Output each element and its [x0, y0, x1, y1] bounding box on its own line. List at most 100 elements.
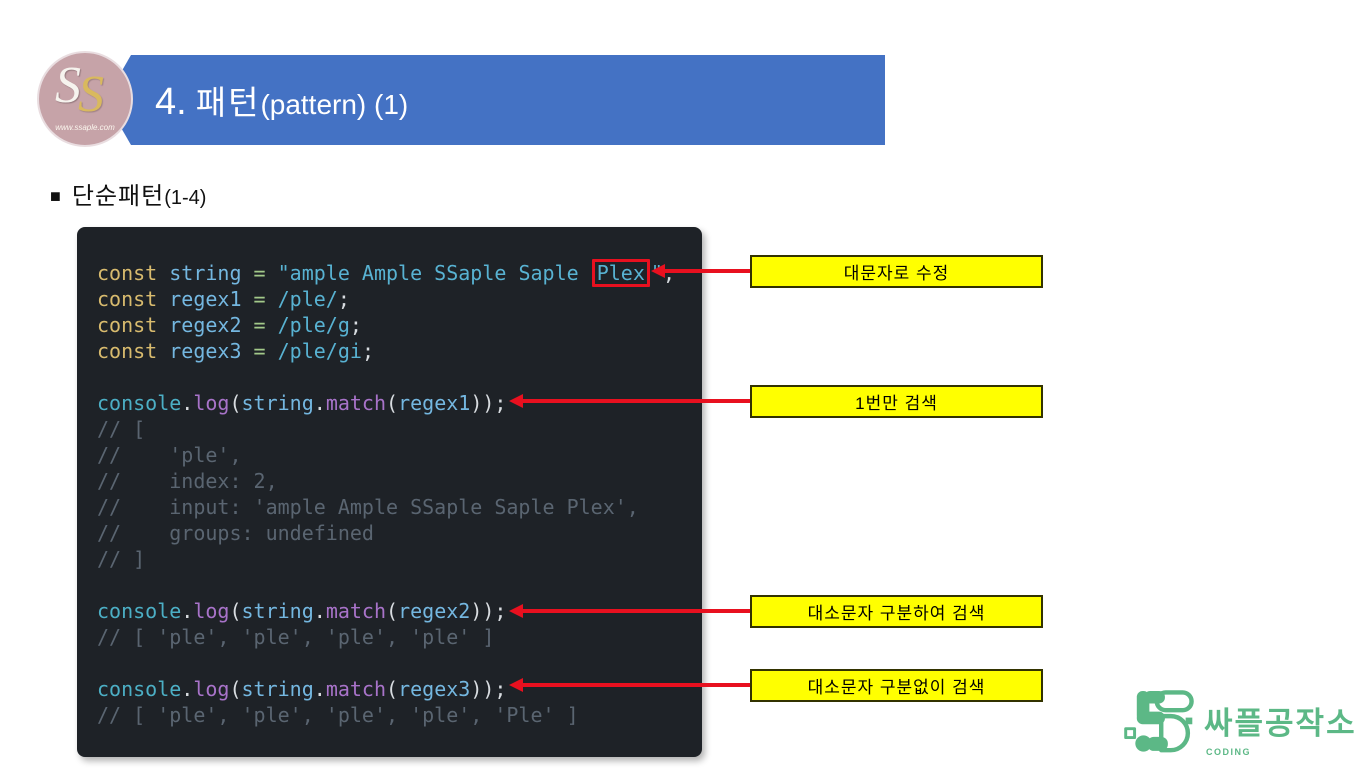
code-token: // groups: undefined — [97, 521, 374, 545]
code-token: match — [325, 677, 387, 701]
annotation-note-case-sensitive: 대소문자 구분하여 검색 — [750, 595, 1043, 628]
code-token: . — [313, 677, 326, 701]
highlight-box: Plex — [591, 259, 650, 287]
code-content: const string = "ample Ample SSaple Saple… — [97, 259, 675, 728]
annotation-note-once: 1번만 검색 — [750, 385, 1043, 418]
annotation-note-uppercase: 대문자로 수정 — [750, 255, 1043, 288]
code-token: = — [241, 287, 278, 311]
code-token: . — [313, 599, 326, 623]
square-bullet-icon: ■ — [50, 186, 62, 206]
code-token: match — [325, 599, 387, 623]
code-token: ( — [229, 599, 242, 623]
arrow-left-icon-4 — [509, 678, 523, 692]
code-token: // [ 'ple', 'ple', 'ple', 'ple', 'Ple' ] — [97, 703, 579, 727]
code-token: log — [193, 677, 230, 701]
code-token: const — [97, 313, 158, 337]
code-token: = — [241, 339, 278, 363]
code-token: // ] — [97, 547, 146, 571]
code-token: // [ — [97, 417, 146, 441]
code-token: )); — [470, 599, 507, 623]
code-token: ; — [349, 313, 362, 337]
brand-text: 싸플공작소 — [1204, 705, 1357, 741]
code-token: console — [97, 599, 182, 623]
code-line — [97, 650, 675, 676]
code-token: string — [241, 599, 314, 623]
title-korean: 패턴 — [195, 84, 261, 121]
code-token: // input: 'ample Ample SSaple Saple Plex… — [97, 495, 639, 519]
code-token: regex2 — [169, 313, 242, 337]
code-token — [157, 339, 169, 363]
code-token: string — [241, 677, 314, 701]
code-token — [157, 287, 169, 311]
brand-logo: 싸플공작소 CODING — [1122, 688, 1357, 762]
code-token: ( — [386, 677, 399, 701]
code-token: = — [241, 313, 278, 337]
code-token: ( — [229, 677, 242, 701]
page-title: 4.패턴(pattern) (1) — [155, 76, 408, 124]
header-banner: 4.패턴(pattern) (1) — [105, 55, 885, 145]
code-token: /ple/g — [277, 313, 350, 337]
code-line: // input: 'ample Ample SSaple Saple Plex… — [97, 494, 675, 520]
arrow-line-1 — [664, 269, 750, 273]
arrow-left-icon-3 — [509, 604, 523, 618]
code-line: console.log(string.match(regex3)); — [97, 676, 675, 702]
code-token — [157, 313, 169, 337]
code-line: // [ 'ple', 'ple', 'ple', 'ple' ] — [97, 624, 675, 650]
code-token: )); — [470, 677, 507, 701]
code-token: /ple/ — [277, 287, 338, 311]
code-line: const regex2 = /ple/g; — [97, 312, 675, 338]
code-token: ( — [229, 391, 242, 415]
code-line: // [ 'ple', 'ple', 'ple', 'ple', 'Ple' ] — [97, 702, 675, 728]
title-english: (pattern) (1) — [260, 89, 409, 120]
code-token: . — [181, 677, 194, 701]
logo-url: www.ssaple.com — [55, 123, 115, 132]
code-token: regex3 — [398, 677, 471, 701]
code-line: const regex3 = /ple/gi; — [97, 338, 675, 364]
ssaple-logo: S S www.ssaple.com — [37, 51, 133, 147]
code-line: // [ — [97, 416, 675, 442]
code-token: ; — [361, 339, 374, 363]
code-token: console — [97, 677, 182, 701]
code-panel: const string = "ample Ample SSaple Saple… — [77, 227, 702, 757]
code-token: ( — [386, 391, 399, 415]
arrow-line-2 — [522, 399, 750, 403]
code-line: // index: 2, — [97, 468, 675, 494]
code-token: string — [241, 391, 314, 415]
code-token — [157, 261, 169, 285]
code-token: . — [313, 391, 326, 415]
code-token: . — [181, 599, 194, 623]
code-token: ; — [337, 287, 350, 311]
code-line: const regex1 = /ple/; — [97, 286, 675, 312]
brand-subtext: CODING — [1206, 746, 1251, 757]
code-token: // index: 2, — [97, 469, 278, 493]
code-line — [97, 364, 675, 390]
code-token: match — [325, 391, 387, 415]
logo-letter-s1: S — [55, 57, 81, 114]
code-token: regex3 — [169, 339, 242, 363]
code-token: const — [97, 287, 158, 311]
arrow-line-3 — [522, 609, 750, 613]
code-token: regex1 — [169, 287, 242, 311]
arrow-left-icon-2 — [509, 394, 523, 408]
code-line: console.log(string.match(regex2)); — [97, 598, 675, 624]
code-token: log — [193, 599, 230, 623]
code-token: const — [97, 339, 158, 363]
code-token: /ple/gi — [277, 339, 362, 363]
section-title: 단순패턴 — [71, 183, 165, 210]
code-token: // 'ple', — [97, 443, 242, 467]
ssaple-coding-icon — [1124, 690, 1194, 753]
arrow-line-4 — [522, 683, 750, 687]
brand-text-wrap: 싸플공작소 CODING — [1204, 698, 1357, 757]
code-line: console.log(string.match(regex1)); — [97, 390, 675, 416]
title-number: 4. — [155, 81, 187, 123]
code-line: const string = "ample Ample SSaple Saple… — [97, 259, 675, 287]
code-token: = — [241, 261, 278, 285]
code-token: const — [97, 261, 158, 285]
code-token: )); — [470, 391, 507, 415]
code-token: string — [169, 261, 242, 285]
code-token: regex1 — [398, 391, 471, 415]
arrow-left-icon-1 — [651, 264, 665, 278]
code-token: . — [181, 391, 194, 415]
section-suffix: (1-4) — [164, 187, 207, 209]
